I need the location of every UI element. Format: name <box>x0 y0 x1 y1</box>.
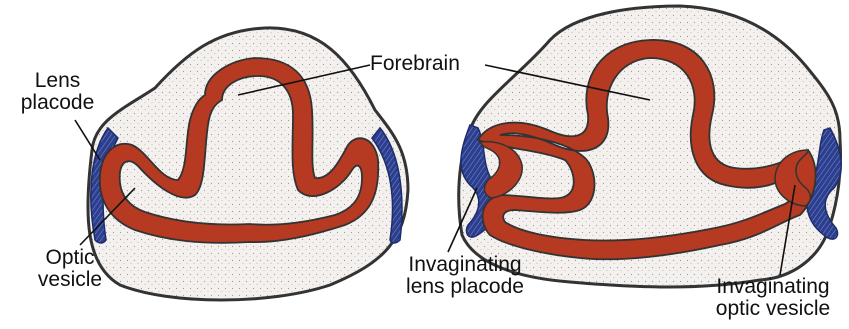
label-invaginating-lens-line1: Invaginating <box>380 254 550 276</box>
label-optic-vesicle-line1: Optic <box>20 247 120 269</box>
label-optic-vesicle-line2: vesicle <box>20 269 120 291</box>
label-lens-placode-line1: Lens <box>10 70 105 92</box>
label-invaginating-optic-vesicle: Invaginating optic vesicle <box>700 276 846 320</box>
label-invaginating-lens-line2: lens placode <box>380 276 550 298</box>
label-invaginating-lens-placode: Invaginating lens placode <box>380 254 550 298</box>
left-embryo-section <box>88 28 408 300</box>
label-lens-placode: Lens placode <box>10 70 105 114</box>
right-embryo-section <box>459 6 842 287</box>
label-invaginating-optic-line2: optic vesicle <box>700 298 846 320</box>
label-optic-vesicle: Optic vesicle <box>20 247 120 291</box>
label-lens-placode-line2: placode <box>10 92 105 114</box>
label-invaginating-optic-line1: Invaginating <box>700 276 846 298</box>
label-forebrain: Forebrain <box>370 53 460 75</box>
